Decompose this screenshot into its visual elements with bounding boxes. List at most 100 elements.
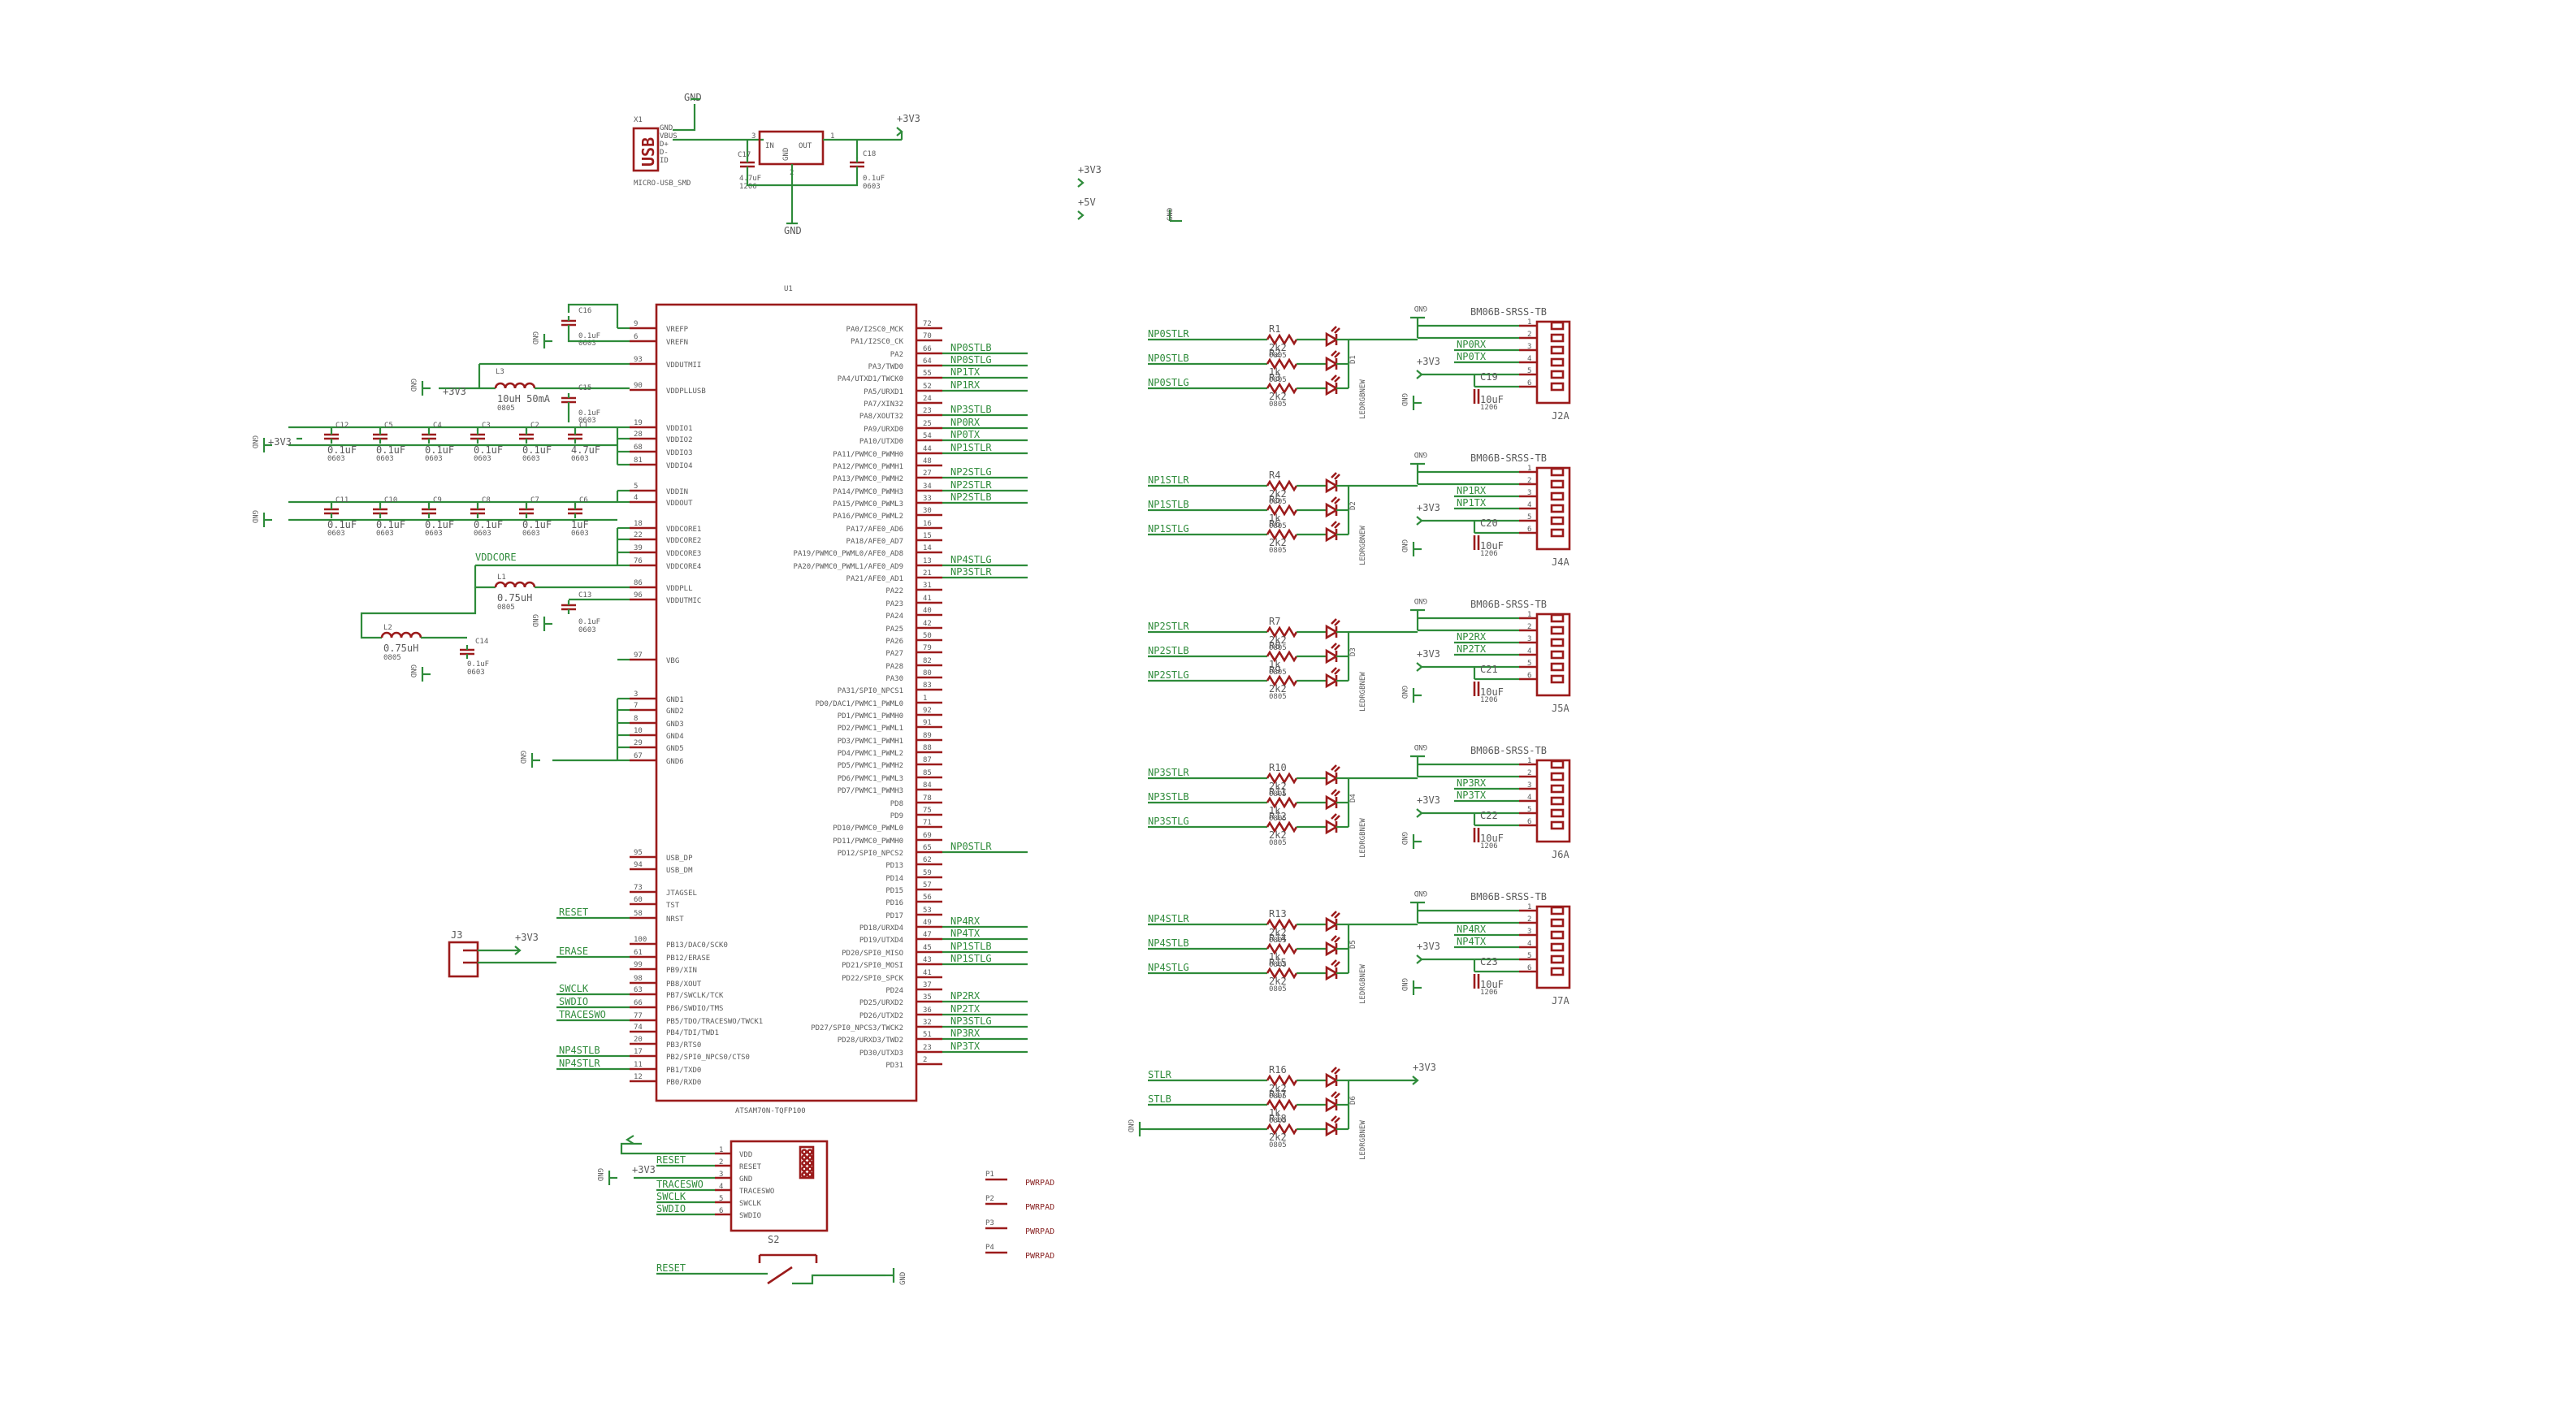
gnd-label: GND: [530, 331, 539, 344]
channel-resistor-ref: R14: [1269, 933, 1287, 944]
channel-net-label: NP4STLR: [1148, 913, 1189, 924]
mcu-right-pin-number: 75: [923, 807, 932, 815]
led-triangle: [1325, 624, 1339, 640]
mcu-right-pin-name: PD5/PWMC1_PWMH2: [838, 762, 903, 770]
channel-resistor: [1266, 772, 1298, 785]
supply-label: +3V3: [515, 932, 539, 943]
vrefn-wire: [567, 330, 630, 343]
mcu-right-pin-name: PD6/PWMC1_PWML3: [838, 775, 903, 783]
regulator-pin: 1: [830, 132, 834, 141]
channel-resistor-ref: R2: [1269, 348, 1280, 359]
led-triangle: [1325, 356, 1339, 372]
channel-resistor-pkg: 0805: [1269, 522, 1287, 530]
led-arrow: [1334, 474, 1340, 480]
mcu-right-pin-name: PA10/UTXD0: [859, 438, 903, 446]
channel-resistor-value: 2k2: [1269, 537, 1287, 548]
led-arrow: [1331, 911, 1337, 917]
mcu-left-pin-name: PB9/XIN: [666, 967, 697, 975]
c17: [740, 158, 755, 171]
channel-cap-ref: C21: [1480, 664, 1498, 675]
mcu-right-pin-name: PA5/URXD1: [864, 388, 903, 396]
mcu-right-pin-name: PD3/PWMC1_PWMH1: [838, 738, 903, 746]
supply-channel: +3V3: [1416, 502, 1440, 526]
supply-label: +3V3: [1417, 941, 1440, 952]
c16: [561, 316, 576, 330]
channel-resistor-pkg: 0805: [1269, 669, 1287, 677]
connector-pin-number: 4: [1527, 647, 1531, 656]
channel-led: [1325, 813, 1340, 835]
supply-label: +3V3: [1417, 502, 1440, 513]
supply-arrow: [1412, 1076, 1419, 1085]
mcu-left-pin-number: 7: [634, 702, 638, 710]
mcu-left-pin-number: 4: [634, 494, 638, 502]
led-arrow: [1331, 350, 1337, 357]
status-resistor: [1266, 1123, 1298, 1136]
mcu-right-pin-name: PA2: [890, 351, 903, 359]
mcu-left-pin-number: 9: [634, 320, 638, 328]
cap-pkg: 0603: [425, 455, 443, 463]
supply-channel: +3V3: [1416, 941, 1440, 964]
connector-rx-label: NP1RX: [1457, 485, 1487, 496]
debug-reset-label: RESET: [656, 1154, 686, 1166]
l2: [380, 631, 422, 638]
gnd-symbol: GND: [1410, 304, 1427, 326]
mcu-left-pin-name: PB5/TDO/TRACESWO/TWCK1: [666, 1018, 763, 1026]
mcu-left-pin-name: VDDPLL: [666, 585, 693, 593]
mcu-right-pin-number: 15: [923, 532, 932, 540]
connector-pin-number: 1: [1527, 903, 1531, 911]
connector-pin-pad: [1550, 613, 1565, 623]
connector-pin-number: 4: [1527, 355, 1531, 363]
mcu-left-pin-number: 61: [634, 949, 643, 957]
mcu-left-net-label: SWDIO: [559, 996, 588, 1007]
led-triangle: [1325, 648, 1339, 664]
gnd-symbol: GND: [409, 379, 431, 396]
mcu-right-pin-name: PA0/I2SC0_MCK: [846, 326, 904, 334]
status-resistor-value: 2k2: [1269, 1083, 1287, 1094]
led-arrow: [1334, 522, 1340, 529]
gnd-label: GND: [1400, 978, 1408, 991]
channel-net-label: NP0STLB: [1148, 353, 1189, 364]
mcu-right-pin-name: PD18/URXD4: [859, 924, 903, 933]
mcu-right-net-label: NP4STLG: [950, 554, 992, 565]
channel-led: [1325, 935, 1340, 957]
channel-resistor-pkg: 0805: [1269, 547, 1287, 555]
gnd-free-label: GND: [1167, 208, 1175, 221]
channel-resistor: [1266, 479, 1298, 492]
supply-label: +3V3: [1078, 164, 1102, 175]
gnd-symbol: GND: [409, 664, 431, 682]
gnd-symbol: GND: [1400, 832, 1422, 849]
led-arrow: [1334, 1117, 1340, 1123]
connector-pin-number: 3: [1527, 928, 1531, 936]
c17-pkg: 1206: [739, 183, 757, 191]
led-arrow: [1334, 937, 1340, 943]
mcu-left-pin-number: 100: [634, 936, 647, 944]
channel-resistor-pkg: 0805: [1269, 400, 1287, 409]
channel-net-label: NP2STLB: [1148, 645, 1189, 656]
mcu-right-pin-number: 47: [923, 931, 932, 939]
debug-pad: [801, 1166, 807, 1172]
mcu-right-pin-number: 27: [923, 470, 932, 478]
mcu-left-pin-name: VDDCORE4: [666, 563, 701, 571]
mcu-right-pin-number: 24: [923, 395, 932, 403]
channel-led-ref: D4: [1349, 794, 1357, 803]
connector-pin-number: 2: [1527, 331, 1531, 339]
mcu-left-pin-number: 96: [634, 591, 643, 599]
status-net-label: STLB: [1148, 1093, 1171, 1105]
channel-led: [1325, 959, 1340, 981]
connector-pin-pad: [1550, 370, 1565, 379]
usb-pin-name: D+: [660, 141, 669, 149]
connector-pin-number: 2: [1527, 915, 1531, 924]
usb-label: USB: [639, 137, 658, 167]
channel-resistor-value: 1k: [1269, 951, 1281, 963]
mcu-left-pin-number: 93: [634, 356, 643, 364]
gnd-label: GND: [409, 664, 417, 677]
channel-resistor-pkg: 0805: [1269, 790, 1287, 799]
cap-value: 0.1uF: [522, 519, 552, 530]
mcu-right-pin-number: 36: [923, 1006, 932, 1015]
supply-v33: +3V3: [1077, 164, 1102, 188]
connector-pin-pad: [1550, 625, 1565, 635]
connector-pin-number: 5: [1527, 952, 1531, 960]
mcu-right-pin-number: 45: [923, 944, 932, 952]
